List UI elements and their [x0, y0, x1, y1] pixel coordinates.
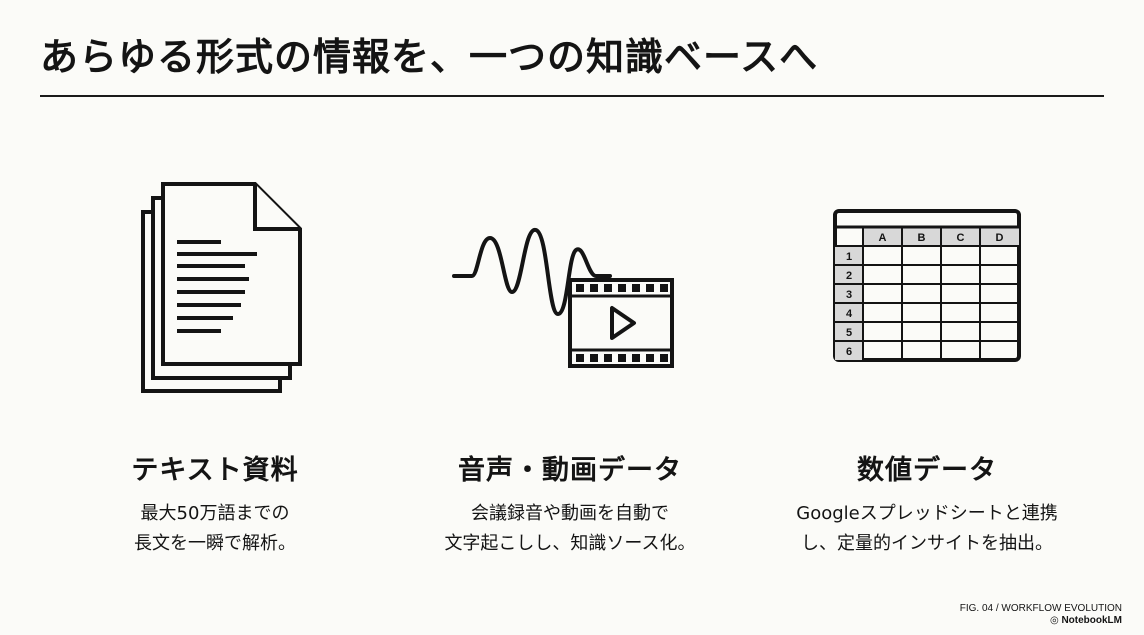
- title-divider: [40, 95, 1104, 97]
- row-header-label: 4: [846, 308, 853, 320]
- feature-description: 最大50万語までの 長文を一瞬で解析。: [55, 499, 375, 559]
- row-header-label: 1: [846, 251, 852, 263]
- film-icon: [568, 278, 674, 368]
- description-line: 長文を一瞬で解析。: [134, 533, 296, 554]
- description-line: 文字起こしし、知識ソース化。: [444, 533, 696, 554]
- page-title: あらゆる形式の情報を、一つの知識ベースへ: [40, 35, 819, 79]
- row-header-label: 3: [846, 289, 852, 301]
- description-line: し、定量的インサイトを抽出。: [801, 533, 1053, 554]
- feature-description: 会議録音や動画を自動で 文字起こしし、知識ソース化。: [410, 499, 730, 559]
- feature-audio-video: 音声・動画データ 会議録音や動画を自動で 文字起こしし、知識ソース化。: [410, 170, 730, 559]
- column-header-label: A: [879, 232, 887, 244]
- brand-label: ◎ NotebookLM: [1049, 615, 1122, 626]
- row-header-label: 5: [846, 327, 852, 339]
- feature-heading: 数値データ: [857, 455, 997, 486]
- notebook-logo-icon: ◎: [1049, 615, 1062, 626]
- feature-heading: テキスト資料: [131, 455, 299, 486]
- footer: FIG. 04 / WORKFLOW EVOLUTION ◎ NotebookL…: [960, 603, 1122, 627]
- feature-description: Googleスプレッドシートと連携 し、定量的インサイトを抽出。: [767, 499, 1087, 559]
- feature-text-documents: テキスト資料 最大50万語までの 長文を一瞬で解析。: [55, 170, 375, 559]
- row-header-label: 2: [846, 270, 852, 282]
- row-header-label: 6: [846, 346, 852, 358]
- description-line: Googleスプレッドシートと連携: [796, 503, 1058, 524]
- feature-heading: 音声・動画データ: [458, 455, 682, 486]
- waveform-icon: [452, 228, 612, 317]
- spreadsheet-icon: A B C D 1 2 3 4 5 6: [767, 170, 1087, 400]
- description-line: 最大50万語までの: [140, 503, 290, 524]
- figure-caption: FIG. 04 / WORKFLOW EVOLUTION: [959, 603, 1122, 614]
- column-header-label: D: [996, 232, 1004, 244]
- column-header-label: C: [957, 232, 965, 244]
- feature-numeric-data: A B C D 1 2 3 4 5 6 数値データ Googleスプレッドシートと連携 し、定量的…: [767, 170, 1087, 559]
- audio-video-icon: [410, 170, 730, 400]
- description-line: 会議録音や動画を自動で: [471, 503, 669, 524]
- document-stack-icon: [55, 170, 375, 400]
- play-icon: [610, 306, 636, 340]
- column-header-label: B: [918, 232, 926, 244]
